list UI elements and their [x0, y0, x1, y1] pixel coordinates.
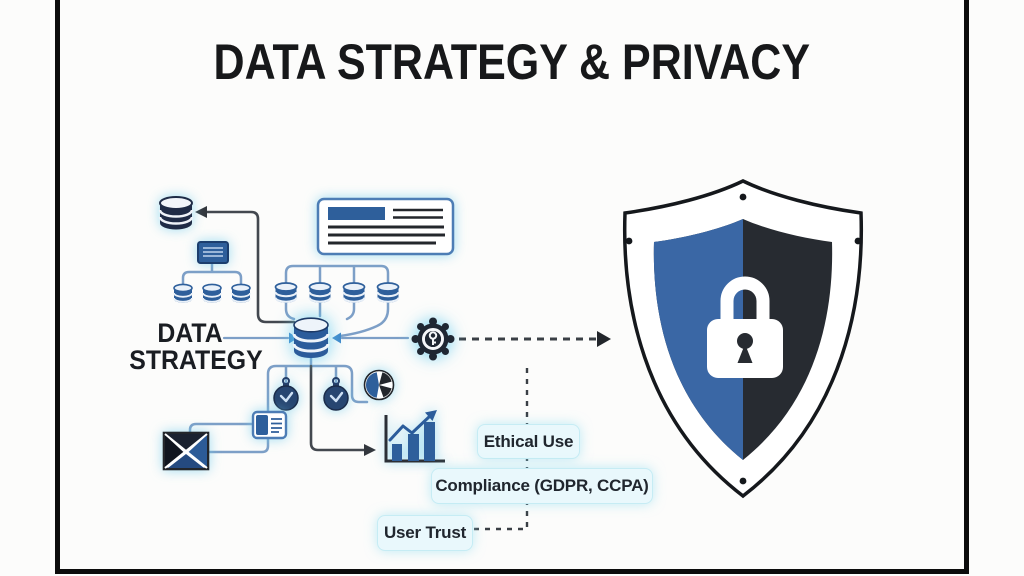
server-node-icon — [197, 241, 229, 264]
data-strategy-label: DATA STRATEGY — [129, 318, 263, 375]
badge-compliance: Compliance (GDPR, CCPA) — [431, 468, 653, 504]
page-title: DATA STRATEGY & PRIVACY — [56, 33, 968, 91]
shield-icon — [622, 179, 864, 499]
connector-arrowheads-blue — [289, 332, 341, 344]
slide-frame-right — [964, 0, 969, 572]
connector-lines-dark — [205, 210, 366, 452]
connector-lines-blue — [181, 261, 410, 454]
shield-rivets — [625, 193, 862, 485]
shield-inner-blue — [653, 219, 743, 460]
slide-frame-left — [55, 0, 60, 572]
dashed-arrowhead — [597, 331, 611, 347]
dashed-lines — [459, 337, 596, 531]
badge-ethical-use: Ethical Use — [477, 424, 580, 459]
document-panel-icon — [316, 197, 455, 256]
envelope-icon — [162, 431, 210, 471]
database-icon — [158, 196, 194, 230]
stopwatch-icon — [273, 377, 299, 411]
badge-ethical-use-label: Ethical Use — [483, 431, 574, 451]
badge-user-trust-label: User Trust — [383, 523, 467, 542]
page-title-text: DATA STRATEGY & PRIVACY — [213, 34, 811, 90]
slide-frame-bottom — [55, 569, 969, 574]
tree-database-icons — [173, 283, 251, 303]
database-icon — [308, 282, 332, 303]
central-database-icon — [292, 317, 330, 358]
database-icon — [342, 282, 366, 303]
padlock-icon — [707, 276, 783, 378]
database-icon — [376, 282, 400, 303]
database-icon — [173, 283, 193, 303]
badge-compliance-label: Compliance (GDPR, CCPA) — [435, 476, 649, 495]
badge-user-trust: User Trust — [377, 515, 473, 551]
database-icon — [231, 283, 251, 303]
connector-arrowheads-dark — [195, 206, 376, 456]
database-icon — [274, 282, 298, 303]
database-icon — [202, 283, 222, 303]
gear-key-icon — [411, 317, 455, 361]
id-card-icon — [251, 410, 288, 440]
mid-database-icons — [274, 282, 400, 303]
stopwatch-icon — [323, 377, 349, 411]
bar-chart-growth-icon — [384, 410, 445, 463]
pie-chart-icon — [363, 369, 395, 401]
